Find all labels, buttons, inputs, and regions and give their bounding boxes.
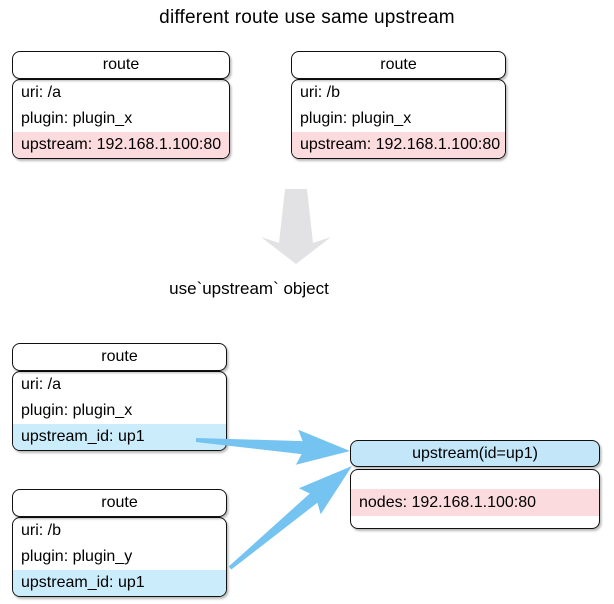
- route-field-upstream: upstream: 192.168.1.100:80: [13, 132, 229, 158]
- diagram-title: different route use same upstream: [159, 7, 455, 28]
- route-box-bottom-a-title: route: [12, 343, 227, 371]
- route-box-top-left-title: route: [12, 51, 230, 79]
- route-field-uri: uri: /b: [21, 522, 62, 539]
- route-box-top-right-title: route: [291, 51, 506, 79]
- upstream-box-title: upstream(id=up1): [350, 440, 600, 467]
- upstream-box-body: nodes: 192.168.1.100:80: [350, 469, 600, 529]
- route-box-top-right-body: uri: /b plugin: plugin_x upstream: 192.1…: [291, 79, 506, 159]
- route-field-upstream-id: upstream_id: up1: [13, 570, 226, 596]
- upstream-field-nodes: nodes: 192.168.1.100:80: [351, 489, 599, 516]
- route-box-top-right: route uri: /b plugin: plugin_x upstream:…: [291, 51, 506, 159]
- route-box-top-left-body: uri: /a plugin: plugin_x upstream: 192.1…: [12, 79, 230, 159]
- route-box-bottom-a-body: uri: /a plugin: plugin_x upstream_id: up…: [12, 371, 227, 451]
- route-box-bottom-b: route uri: /b plugin: plugin_y upstream_…: [12, 489, 227, 597]
- route-field-uri: uri: /b: [300, 84, 341, 101]
- route-field-plugin: plugin: plugin_y: [21, 548, 133, 565]
- route-field-uri: uri: /a: [21, 84, 62, 101]
- route-box-bottom-b-body: uri: /b plugin: plugin_y upstream_id: up…: [12, 517, 227, 597]
- route-box-bottom-a: route uri: /a plugin: plugin_x upstream_…: [12, 343, 227, 451]
- route-field-plugin: plugin: plugin_x: [21, 110, 133, 127]
- spacer: [351, 470, 599, 489]
- route-field-upstream-id: upstream_id: up1: [13, 424, 226, 450]
- diagram-subtitle: use`upstream` object: [169, 279, 329, 298]
- route-field-upstream: upstream: 192.168.1.100:80: [292, 132, 505, 158]
- route-field-uri: uri: /a: [21, 376, 62, 393]
- upstream-box: upstream(id=up1) nodes: 192.168.1.100:80: [350, 440, 600, 529]
- route-field-plugin: plugin: plugin_x: [21, 402, 133, 419]
- merge-arrow-down-icon: [261, 189, 331, 264]
- route-box-bottom-b-title: route: [12, 489, 227, 517]
- route-box-top-left: route uri: /a plugin: plugin_x upstream:…: [12, 51, 230, 159]
- arrow-route-b-to-upstream-icon: [228, 466, 352, 570]
- route-field-plugin: plugin: plugin_x: [300, 110, 412, 127]
